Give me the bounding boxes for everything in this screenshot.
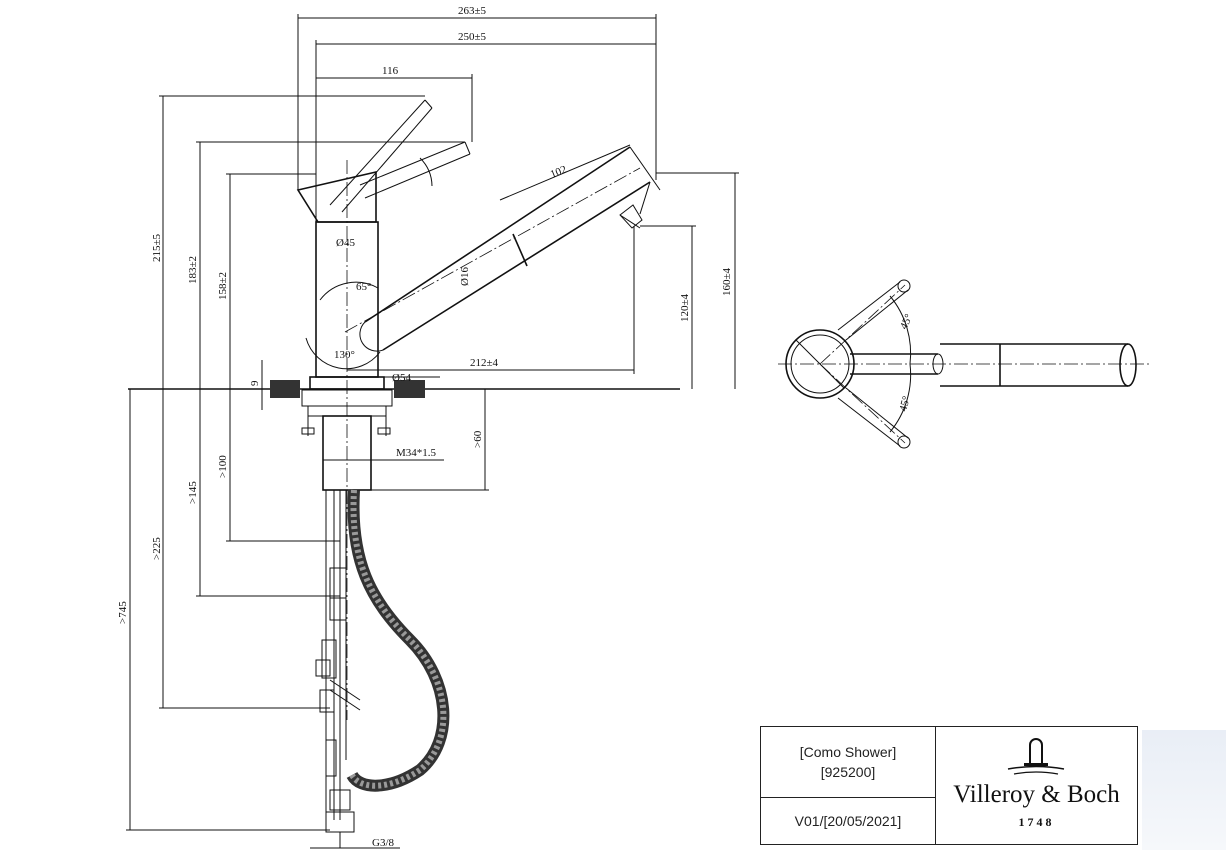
dim-swivel-angle: 130°	[334, 349, 355, 361]
version-date: V01/[20/05/2021]	[794, 812, 902, 829]
dim-spout-width: 250±5	[458, 31, 487, 43]
dim-overall-width: 263±5	[458, 5, 487, 17]
dim-depth-145: >145	[187, 481, 199, 504]
title-block-info: [Como Shower] [925200] V01/[20/05/2021]	[761, 727, 936, 844]
villeroy-boch-fountain-icon	[1007, 738, 1065, 775]
product-name: [Como Shower]	[799, 744, 897, 760]
dim-lever-angle-top: 45°	[898, 312, 915, 331]
supply-hoses	[315, 489, 450, 848]
dim-height-total: 215±5	[151, 233, 163, 262]
top-view	[778, 279, 1150, 449]
dim-height-outlet: 120±4	[679, 293, 691, 322]
dim-body-diameter: Ø45	[336, 237, 355, 249]
dimension-lines	[126, 14, 739, 849]
dim-height-body: 158±2	[217, 272, 229, 300]
title-block: [Como Shower] [925200] V01/[20/05/2021] …	[760, 726, 1138, 845]
dim-connection: G3/8	[372, 837, 395, 849]
faucet-body	[296, 99, 471, 720]
brand-year: 1748	[1018, 815, 1055, 829]
dim-height-lever: 183±2	[187, 256, 199, 284]
product-code: [925200]	[820, 764, 876, 780]
dim-base-plate: 9	[249, 380, 261, 386]
dim-lever-angle-bottom: 45°	[897, 395, 913, 413]
brand-name: Villeroy & Boch	[953, 781, 1120, 808]
dim-spout-diameter: Ø16	[459, 267, 471, 286]
dim-deck-thickness: >60	[472, 430, 484, 448]
dim-base-diameter: Ø54	[392, 372, 411, 384]
dim-height-spout: 160±4	[721, 267, 733, 296]
dim-depth-100: >100	[217, 455, 229, 478]
watermark-stamp	[1142, 730, 1226, 850]
dim-depth-225: >225	[151, 537, 163, 560]
pull-out-spout	[305, 146, 661, 370]
dim-spout-angle: 65°	[356, 281, 371, 293]
brand-logo: Villeroy & Boch 1748	[936, 727, 1137, 844]
dim-depth-745: >745	[117, 601, 129, 624]
deck-mount	[270, 376, 425, 491]
product-info: [Como Shower] [925200]	[761, 727, 935, 798]
dim-spout-reach: 212±4	[470, 357, 499, 369]
dim-deck-thread: M34*1.5	[396, 447, 437, 459]
dim-lever-reach: 116	[382, 65, 399, 77]
dim-handspray-length: 102	[549, 163, 569, 180]
